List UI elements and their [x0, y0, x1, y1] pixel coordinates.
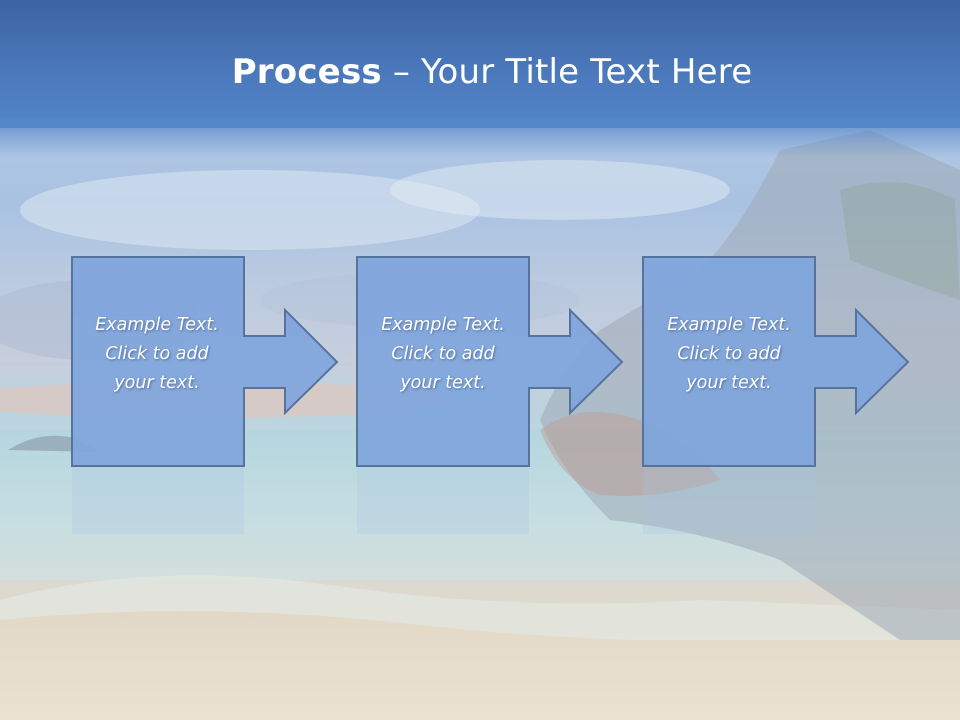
step-2-text[interactable]: Example Text. Click to add your text.	[357, 311, 529, 398]
title-bold: Process	[231, 52, 382, 92]
arrow-shape[interactable]	[356, 256, 624, 467]
step-text-line: Example Text.	[667, 315, 791, 335]
step-text-line: Click to add	[677, 344, 781, 364]
step-3-text[interactable]: Example Text. Click to add your text.	[643, 311, 815, 398]
arrow-shape[interactable]	[71, 256, 339, 467]
step-text-line: Example Text.	[381, 315, 505, 335]
step-text-line: your text.	[114, 373, 200, 393]
sand	[0, 611, 960, 720]
arrow-shape[interactable]	[642, 256, 910, 467]
reflection	[643, 466, 815, 534]
reflection	[357, 466, 529, 534]
rocks	[540, 412, 720, 496]
foliage	[840, 182, 960, 300]
step-1-text[interactable]: Example Text. Click to add your text.	[71, 311, 243, 398]
process-step-1[interactable]	[71, 256, 339, 467]
title-fade	[0, 118, 960, 158]
step-text-line: Click to add	[391, 344, 495, 364]
cloud	[390, 160, 730, 220]
step-text-line: your text.	[400, 373, 486, 393]
step-text-line: your text.	[686, 373, 772, 393]
step-text-line: Example Text.	[95, 315, 219, 335]
process-step-2[interactable]	[356, 256, 624, 467]
slide-title[interactable]: Process – Your Title Text Here	[0, 52, 960, 92]
reflection	[72, 466, 244, 534]
step-text-line: Click to add	[105, 344, 209, 364]
process-step-3[interactable]	[642, 256, 910, 467]
title-rest: – Your Title Text Here	[381, 52, 753, 92]
title-bar	[0, 0, 960, 128]
cloud	[20, 170, 480, 250]
